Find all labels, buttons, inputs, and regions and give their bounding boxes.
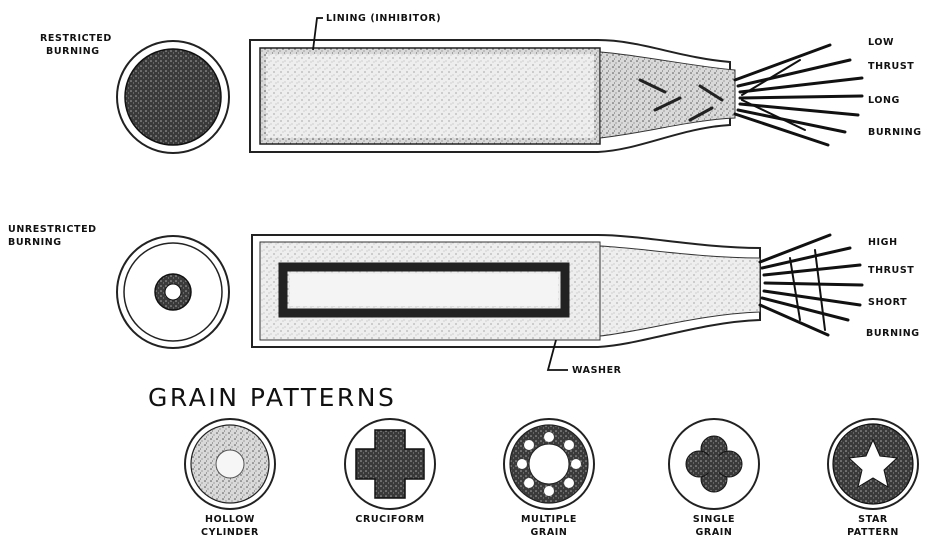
grain-label-line2: PATTERN [823,526,923,539]
grain-label-line1: SINGLE [664,513,764,526]
unrestricted-effect-1: HIGH [868,236,898,249]
grain-label-line2: GRAIN [499,526,599,539]
grain-multiple [504,419,594,509]
restricted-effect-4: BURNING [868,126,922,139]
unrestricted-motor [252,235,760,347]
lining-label: LINING (INHIBITOR) [326,12,441,25]
grain-cruciform [345,419,435,509]
grain-label-multiple-grain: MULTIPLE GRAIN [499,513,599,539]
grain-single [669,419,759,509]
unrestricted-title-line2: BURNING [8,236,97,249]
grain-label-line2: GRAIN [664,526,764,539]
restricted-effect-2: THRUST [868,60,914,73]
unrestricted-title-line1: UNRESTRICTED [8,223,97,236]
grain-label-line1: MULTIPLE [499,513,599,526]
grain-label-star-pattern: STAR PATTERN [823,513,923,539]
grain-hollow-cylinder [185,419,275,509]
washer-label: WASHER [572,364,622,377]
grain-star [828,419,918,509]
unrestricted-effect-3: SHORT [868,296,907,309]
restricted-effect-1: LOW [868,36,894,49]
restricted-motor [250,40,735,152]
restricted-title-line2: BURNING [40,45,112,58]
grain-label-cruciform: CRUCIFORM [340,513,440,526]
unrestricted-effect-4: BURNING [866,327,920,340]
unrestricted-exhaust-plume [760,235,862,335]
unrestricted-cross-section [117,236,229,348]
unrestricted-burning-label: UNRESTRICTED BURNING [8,223,97,249]
grain-label-line1: HOLLOW [180,513,280,526]
grain-label-single-grain: SINGLE GRAIN [664,513,764,539]
restricted-cross-section [117,41,229,153]
grain-patterns-title: GRAIN PATTERNS [148,383,396,412]
grain-label-hollow-cylinder: HOLLOW CYLINDER [180,513,280,539]
grain-label-line1: STAR [823,513,923,526]
grain-label-line1: CRUCIFORM [340,513,440,526]
unrestricted-effect-2: THRUST [868,264,914,277]
grain-label-line2: CYLINDER [180,526,280,539]
restricted-effect-3: LONG [868,94,900,107]
restricted-title-line1: RESTRICTED [40,32,112,45]
restricted-burning-label: RESTRICTED BURNING [40,32,112,58]
restricted-exhaust-plume [735,45,862,145]
